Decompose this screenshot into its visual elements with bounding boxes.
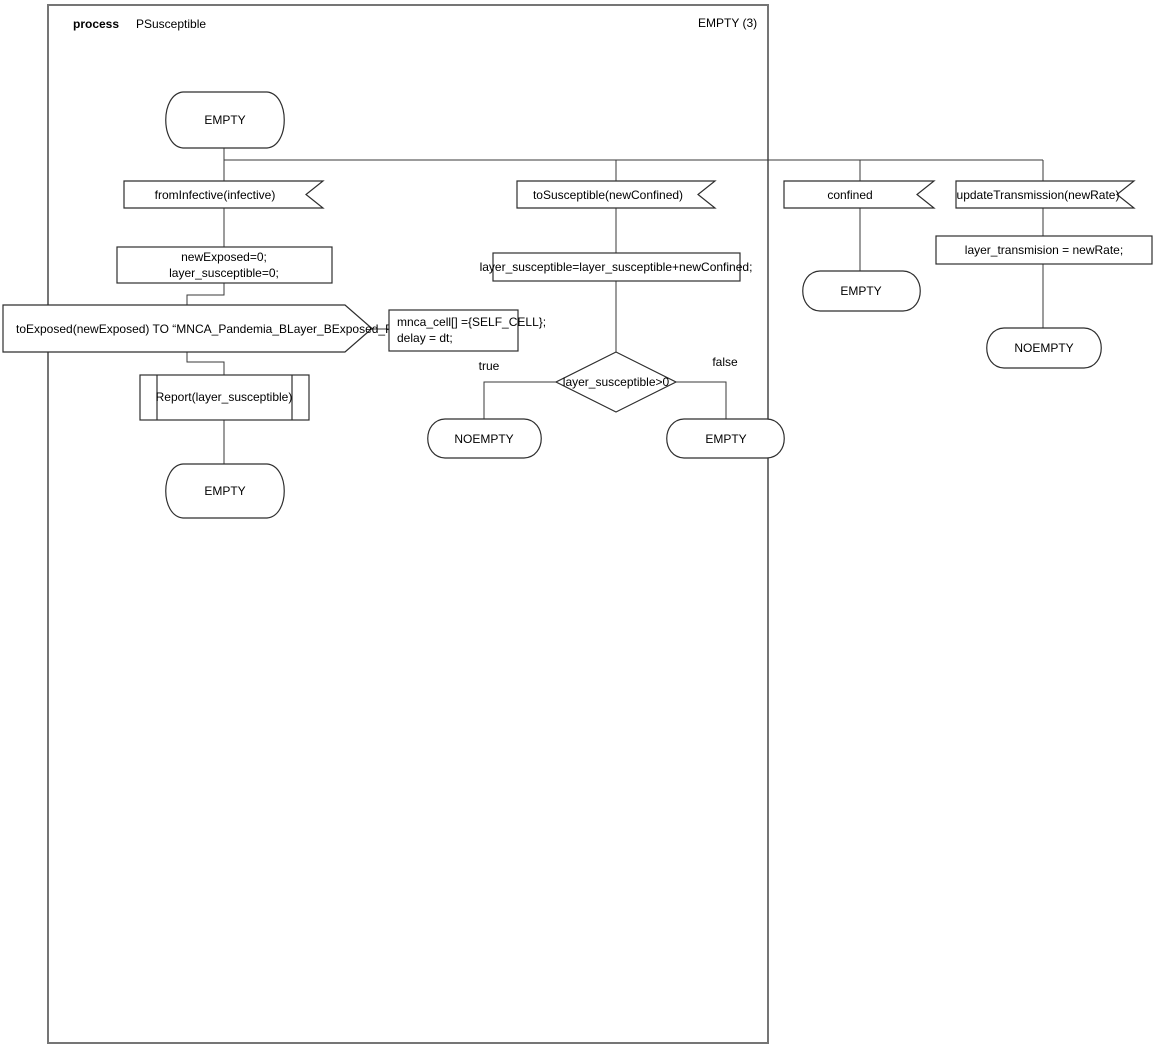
decision-false-label: false [712,355,738,369]
state-empty-after-confined[interactable] [802,270,921,312]
state-empty-initial[interactable] [165,91,285,149]
state-noempty-after-update[interactable] [986,327,1102,369]
signal-label: updateTransmission(newRate) [957,188,1120,202]
connector-false-branch [676,381,727,419]
task-accumulate[interactable] [492,252,741,282]
output-label: toExposed(newExposed) TO “MNCA_Pandemia_… [16,322,444,336]
connector-group [186,148,1044,464]
connector [186,283,225,305]
process-frame [47,4,769,1044]
state-label: NOEMPTY [1014,341,1073,355]
frame-state-indicator: EMPTY (3) [698,16,757,30]
comment-box[interactable] [388,309,519,352]
decision-layer-susceptible[interactable] [554,351,678,413]
connector-true-branch [483,381,556,419]
task-set-rate-label: layer_transmision = newRate; [965,243,1123,257]
signal-input-tosusceptible[interactable] [516,180,717,209]
signal-label: confined [827,188,872,202]
output-toexposed[interactable] [2,304,373,353]
state-label: EMPTY [204,113,245,127]
connector [186,352,225,375]
comment-line2: delay = dt; [397,331,453,345]
task-accumulate-label: layer_susceptible=layer_susceptible+newC… [480,260,753,274]
comment-line1: mnca_cell[] ={SELF_CELL}; [397,315,546,329]
process-name: PSusceptible [136,17,206,31]
state-label: EMPTY [204,484,245,498]
signal-label: fromInfective(infective) [155,188,276,202]
state-empty-after-report[interactable] [165,463,285,519]
task-set-rate[interactable] [935,235,1153,265]
process-keyword: process [73,17,119,31]
procedure-call-report[interactable] [139,374,310,421]
signal-input-updatetransmission[interactable] [955,180,1136,209]
state-label: EMPTY [705,432,746,446]
state-label: NOEMPTY [454,432,513,446]
decision-true-label: true [479,359,500,373]
signal-input-frominfective[interactable] [123,180,325,209]
task-init-line2: layer_susceptible=0; [169,266,279,280]
task-init[interactable] [116,246,333,284]
decision-condition: layer_susceptible>0 [563,375,670,389]
signal-label: toSusceptible(newConfined) [533,188,683,202]
state-empty-false[interactable] [666,418,785,459]
state-label: EMPTY [840,284,881,298]
state-noempty-true[interactable] [427,418,542,459]
task-init-line1: newExposed=0; [181,250,267,264]
procedure-label: Report(layer_susceptible) [156,390,293,404]
signal-input-confined[interactable] [783,180,936,209]
